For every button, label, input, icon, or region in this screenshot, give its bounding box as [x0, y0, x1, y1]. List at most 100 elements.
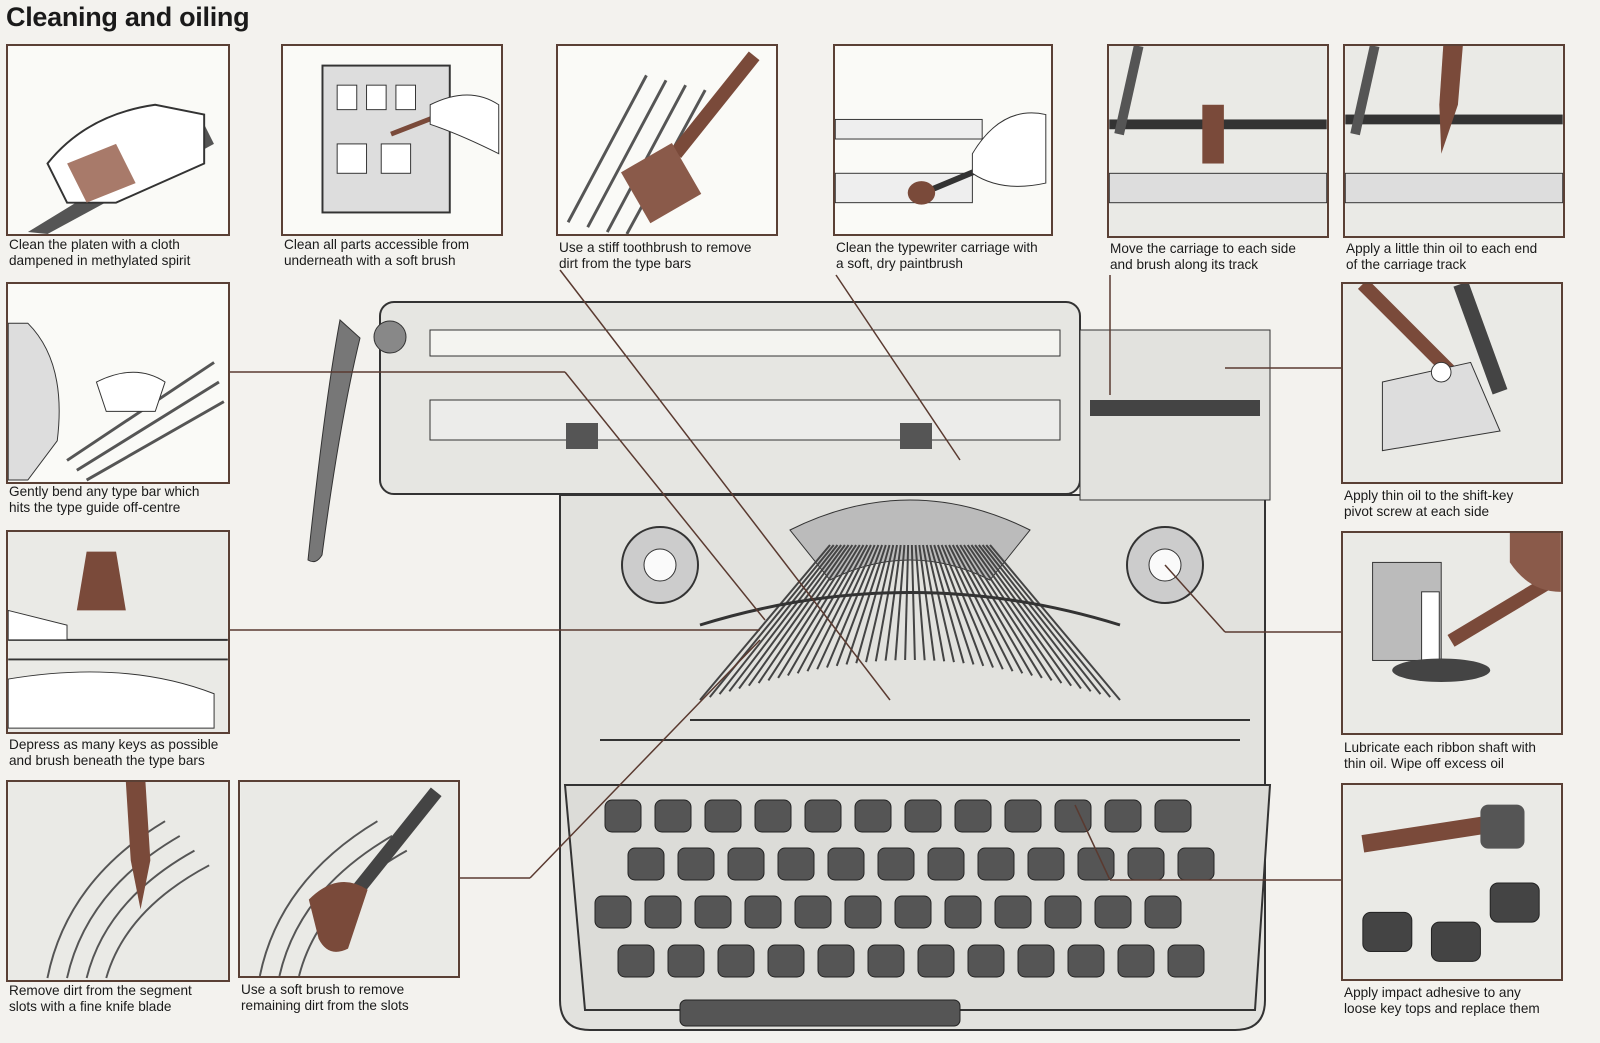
caption-bend-typebar: Gently bend any type bar which hits the …	[9, 484, 239, 516]
typewriter-key	[794, 895, 832, 929]
type-bar	[855, 544, 891, 664]
type-bar	[918, 544, 936, 661]
type-bar	[728, 544, 842, 692]
caption-line: Lubricate each ribbon shaft with	[1344, 740, 1536, 755]
type-bar	[894, 544, 906, 661]
caption-carriage-paintbrush: Clean the typewriter carriage with a sof…	[836, 240, 1066, 272]
type-bar	[787, 544, 865, 677]
typewriter-key	[1077, 847, 1115, 881]
typewriter-key	[1004, 799, 1042, 833]
type-bar	[922, 544, 946, 662]
caption-shift-key-pivot: Apply thin oil to the shift-key pivot sc…	[1344, 488, 1574, 520]
caption-line: Apply thin oil to the shift-key	[1344, 488, 1514, 503]
caption-ribbon-shaft: Lubricate each ribbon shaft with thin oi…	[1344, 740, 1574, 772]
type-bar	[826, 544, 880, 668]
caption-line: Clean the platen with a cloth	[9, 237, 180, 252]
caption-line: Apply a little thin oil to each end	[1346, 241, 1538, 256]
type-bar	[951, 544, 1024, 674]
caption-line: hits the type guide off-centre	[9, 500, 181, 515]
type-bar	[936, 544, 985, 667]
caption-toothbrush: Use a stiff toothbrush to remove dirt fr…	[559, 240, 789, 272]
caption-line: dirt from the type bars	[559, 256, 692, 271]
caption-line: Use a stiff toothbrush to remove	[559, 240, 752, 255]
type-bar	[708, 544, 835, 698]
caption-line: and brush beneath the type bars	[9, 753, 205, 768]
type-bar	[940, 544, 994, 668]
typewriter-key	[644, 895, 682, 929]
type-bar	[796, 544, 869, 674]
caption-line: and brush along its track	[1110, 257, 1259, 272]
type-bar	[910, 544, 916, 661]
typewriter-key	[604, 799, 642, 833]
type-bar	[777, 544, 861, 679]
caption-line: Remove dirt from the segment	[9, 983, 192, 998]
type-bar	[929, 544, 965, 664]
type-bar	[974, 544, 1082, 690]
caption-line: of the carriage track	[1346, 257, 1467, 272]
typewriter-key	[844, 895, 882, 929]
typewriter-key	[1044, 895, 1082, 929]
type-bar	[989, 544, 1121, 701]
type-bar	[718, 544, 839, 695]
typewriter-key	[777, 847, 815, 881]
typewriter-key	[654, 799, 692, 833]
caption-line: Use a soft brush to remove	[241, 982, 405, 997]
panel-carriage-track	[1107, 44, 1329, 238]
caption-line: a soft, dry paintbrush	[836, 256, 963, 271]
typewriter-key	[1177, 847, 1215, 881]
type-bar	[748, 544, 850, 687]
typewriter-key	[894, 895, 932, 929]
panel-ribbon-shaft	[1341, 531, 1563, 735]
caption-line: Clean the typewriter carriage with	[836, 240, 1038, 255]
panel-toothbrush	[556, 44, 778, 236]
caption-line: Gently bend any type bar which	[9, 484, 200, 499]
caption-line: underneath with a soft brush	[284, 253, 456, 268]
type-bar	[699, 544, 831, 701]
type-bar	[738, 544, 846, 690]
caption-line: Apply impact adhesive to any	[1344, 985, 1521, 1000]
panel-oil-track	[1343, 44, 1565, 238]
type-bar	[933, 544, 975, 665]
caption-line: dampened in methylated spirit	[9, 253, 191, 268]
page-title: Cleaning and oiling	[6, 2, 250, 32]
type-bar	[904, 544, 910, 661]
typewriter-key	[694, 895, 732, 929]
typewriter-key	[1167, 944, 1205, 978]
type-bar	[985, 544, 1112, 698]
caption-line: pivot screw at each side	[1344, 504, 1490, 519]
typewriter-key	[744, 895, 782, 929]
typewriter-key	[767, 944, 805, 978]
typewriter-key	[1144, 895, 1182, 929]
typewriter-key	[954, 799, 992, 833]
type-bar	[966, 544, 1063, 684]
typewriter-key	[994, 895, 1032, 929]
typewriter-key	[594, 895, 632, 929]
typewriter-key	[854, 799, 892, 833]
typewriter-key	[617, 944, 655, 978]
type-bar	[978, 544, 1092, 692]
typewriter-key	[727, 847, 765, 881]
typewriter-key	[817, 944, 855, 978]
caption-line: loose key tops and replace them	[1344, 1001, 1540, 1016]
caption-line: thin oil. Wipe off excess oil	[1344, 756, 1504, 771]
typewriter-key	[1104, 799, 1142, 833]
typewriter-key	[927, 847, 965, 881]
type-bar	[884, 544, 902, 661]
typewriter-key	[867, 944, 905, 978]
type-bar	[925, 544, 955, 663]
type-bar	[865, 544, 895, 663]
caption-underneath-brush: Clean all parts accessible from undernea…	[284, 237, 514, 269]
caption-soft-brush-slots: Use a soft brush to remove remaining dir…	[241, 982, 471, 1014]
typewriter-key	[1027, 847, 1065, 881]
caption-line: slots with a fine knife blade	[9, 999, 172, 1014]
type-bar	[767, 544, 857, 681]
typewriter-key	[1017, 944, 1055, 978]
caption-knife-blade: Remove dirt from the segment slots with …	[9, 983, 239, 1015]
type-bar	[845, 544, 887, 665]
type-bar	[874, 544, 898, 662]
panel-underneath-brush	[281, 44, 503, 236]
caption-line: Clean all parts accessible from	[284, 237, 470, 252]
typewriter-key	[917, 944, 955, 978]
type-bar	[816, 544, 876, 670]
typewriter-key	[754, 799, 792, 833]
